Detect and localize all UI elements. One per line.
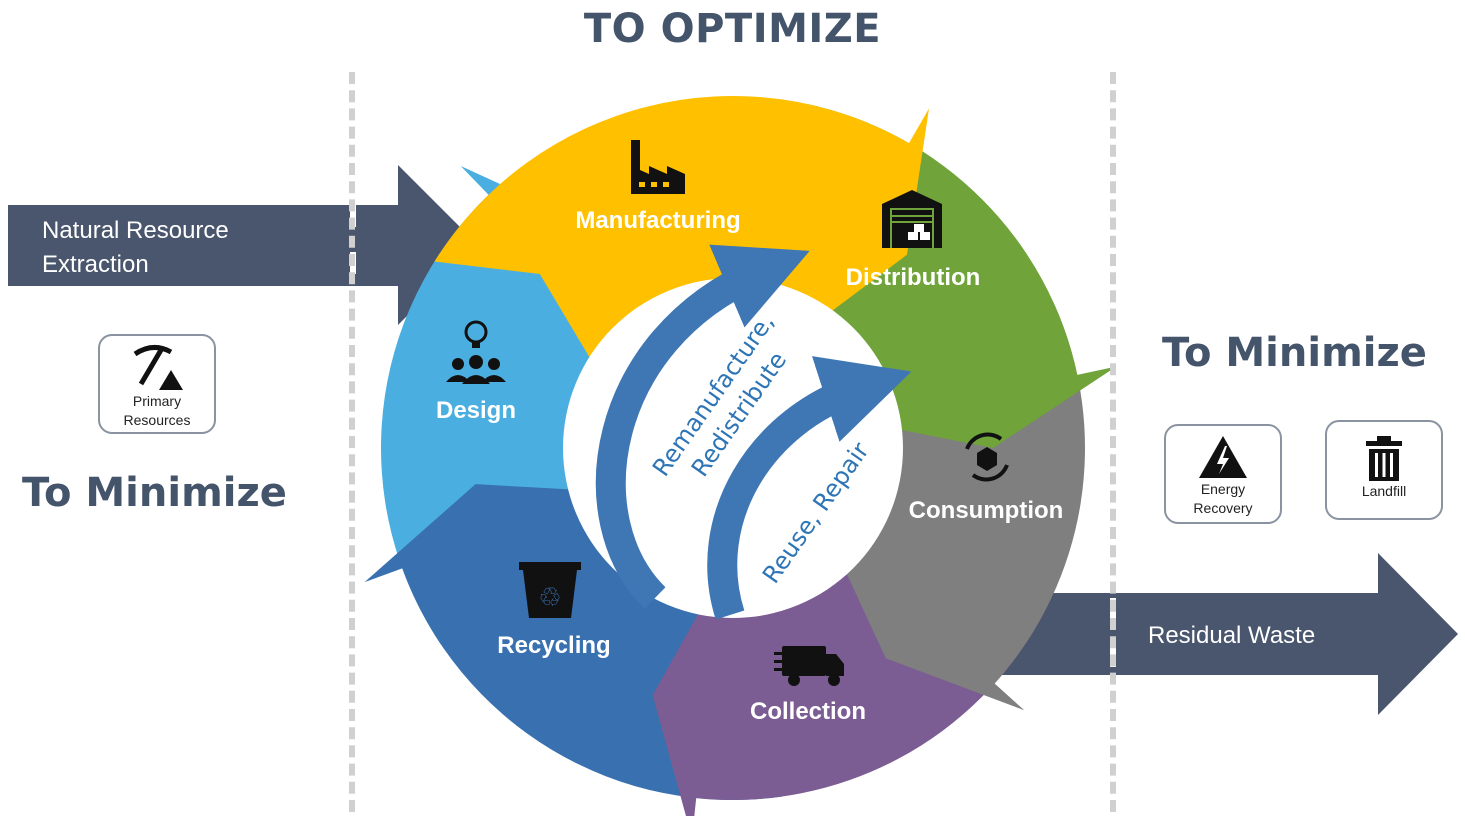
stage-label-consumption: Consumption <box>909 497 1064 524</box>
primary-resources-box: Primary Resources <box>98 334 216 434</box>
input-arrow <box>8 165 478 325</box>
output-arrow <box>990 553 1458 715</box>
heading-to-minimize-right: To Minimize <box>1162 330 1427 376</box>
landfill-label: Landfill <box>1361 483 1407 499</box>
title-to-optimize: TO OPTIMIZE <box>583 6 882 52</box>
factory-icon <box>631 140 685 194</box>
recycle-bin-icon: ♲ <box>519 562 581 618</box>
trash-bin-icon <box>1366 436 1402 481</box>
input-arrow-label: Natural Resource Extraction <box>42 217 235 278</box>
warehouse-icon <box>882 190 942 248</box>
primary-label-1: Primary <box>132 393 182 409</box>
pickaxe-icon <box>133 345 183 390</box>
ring <box>364 95 1117 816</box>
reuse-arrow <box>707 356 912 620</box>
divider-right <box>1110 72 1116 812</box>
team-idea-icon <box>446 320 506 384</box>
stage-label-manufacturing: Manufacturing <box>575 207 740 234</box>
divider-left <box>349 72 355 812</box>
truck-icon <box>774 646 844 686</box>
stage-label-design: Design <box>436 397 516 424</box>
consumption-cycle-icon <box>965 432 1009 482</box>
primary-label-2: Resources <box>123 412 191 428</box>
stage-label-collection: Collection <box>750 698 866 725</box>
heading-to-minimize-left: To Minimize <box>22 470 287 516</box>
energy-label-1: Energy <box>1200 481 1246 497</box>
svg-text:♲: ♲ <box>538 583 561 613</box>
stage-label-distribution: Distribution <box>846 264 981 291</box>
ring-segment-collection <box>652 526 1044 816</box>
energy-recovery-box: Energy Recovery <box>1164 424 1282 524</box>
energy-label-2: Recovery <box>1193 500 1253 516</box>
landfill-box: Landfill <box>1325 420 1443 520</box>
remanufacture-arrow <box>595 244 810 609</box>
stage-label-recycling: Recycling <box>497 632 610 659</box>
output-arrow-label: Residual Waste <box>1148 622 1315 649</box>
high-voltage-icon <box>1199 436 1247 478</box>
